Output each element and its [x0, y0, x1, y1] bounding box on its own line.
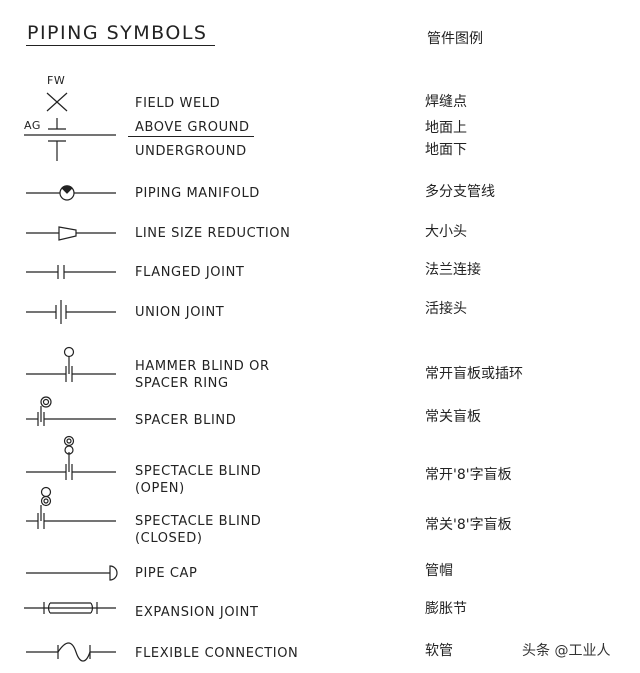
item-label-underground: UNDERGROUND: [135, 144, 247, 159]
ag-annotation: AG: [24, 119, 41, 132]
spectacle-blind-closed-symbol: [26, 486, 116, 529]
above-ground-symbol: [24, 118, 116, 136]
item-label-field-weld: FIELD WELD: [135, 96, 221, 111]
fw-annotation: FW: [47, 74, 66, 87]
item-cn-above-ground: 地面上: [425, 120, 467, 136]
item-label-spacer-blind: SPACER BLIND: [135, 413, 237, 428]
underground-symbol: [48, 140, 66, 161]
item-cn-expansion-joint: 膨胀节: [425, 601, 467, 617]
union-joint-symbol: [26, 300, 116, 324]
expansion-joint-symbol: [24, 602, 116, 614]
item-label-hammer-blind-line2: SPACER RING: [135, 376, 229, 391]
item-cn-flanged-joint: 法兰连接: [425, 262, 481, 278]
item-label-spectacle-blind-closed-line2: (CLOSED): [135, 531, 203, 546]
item-cn-line-size-reduction: 大小头: [425, 224, 467, 240]
item-cn-piping-manifold: 多分支管线: [425, 184, 495, 200]
field-weld-symbol: [46, 92, 68, 112]
item-cn-spectacle-blind-open: 常开'8'字盲板: [425, 467, 512, 483]
item-label-spectacle-blind-open: SPECTACLE BLIND: [135, 464, 262, 479]
item-cn-union-joint: 活接头: [425, 301, 467, 317]
item-cn-flexible-connection: 软管: [425, 643, 453, 659]
item-cn-hammer-blind: 常开盲板或插环: [425, 366, 523, 382]
flexible-connection-symbol: [26, 642, 116, 662]
item-label-pipe-cap: PIPE CAP: [135, 566, 198, 581]
page-title: PIPING SYMBOLS: [27, 22, 208, 44]
spacer-blind-symbol: [26, 396, 116, 426]
item-cn-spectacle-blind-closed: 常关'8'字盲板: [425, 517, 512, 533]
piping-manifold-symbol: [26, 185, 116, 201]
item-label-union-joint: UNION JOINT: [135, 305, 225, 320]
item-cn-spacer-blind: 常关盲板: [425, 409, 481, 425]
title-underline: [26, 45, 215, 46]
item-label-flexible-connection: FLEXIBLE CONNECTION: [135, 646, 299, 661]
flanged-joint-symbol: [26, 265, 116, 279]
item-label-above-ground: ABOVE GROUND: [135, 120, 250, 135]
item-cn-pipe-cap: 管帽: [425, 563, 453, 579]
item-label-spectacle-blind-open-line2: (OPEN): [135, 481, 185, 496]
item-label-expansion-joint: EXPANSION JOINT: [135, 605, 259, 620]
item-label-line-size-reduction: LINE SIZE REDUCTION: [135, 226, 291, 241]
item-label-hammer-blind: HAMMER BLIND OR: [135, 359, 270, 374]
line-size-reduction-symbol: [26, 226, 116, 241]
watermark: 头条 @工业人: [522, 643, 611, 659]
ground-line: [128, 136, 254, 137]
pipe-cap-symbol: [26, 565, 118, 581]
item-label-flanged-joint: FLANGED JOINT: [135, 265, 245, 280]
item-label-piping-manifold: PIPING MANIFOLD: [135, 186, 260, 201]
item-cn-field-weld: 焊缝点: [425, 94, 467, 110]
hammer-blind-symbol: [26, 346, 116, 382]
spectacle-blind-open-symbol: [26, 435, 116, 480]
item-label-spectacle-blind-closed: SPECTACLE BLIND: [135, 514, 262, 529]
item-cn-underground: 地面下: [425, 142, 467, 158]
page-title-cn: 管件图例: [427, 31, 483, 47]
